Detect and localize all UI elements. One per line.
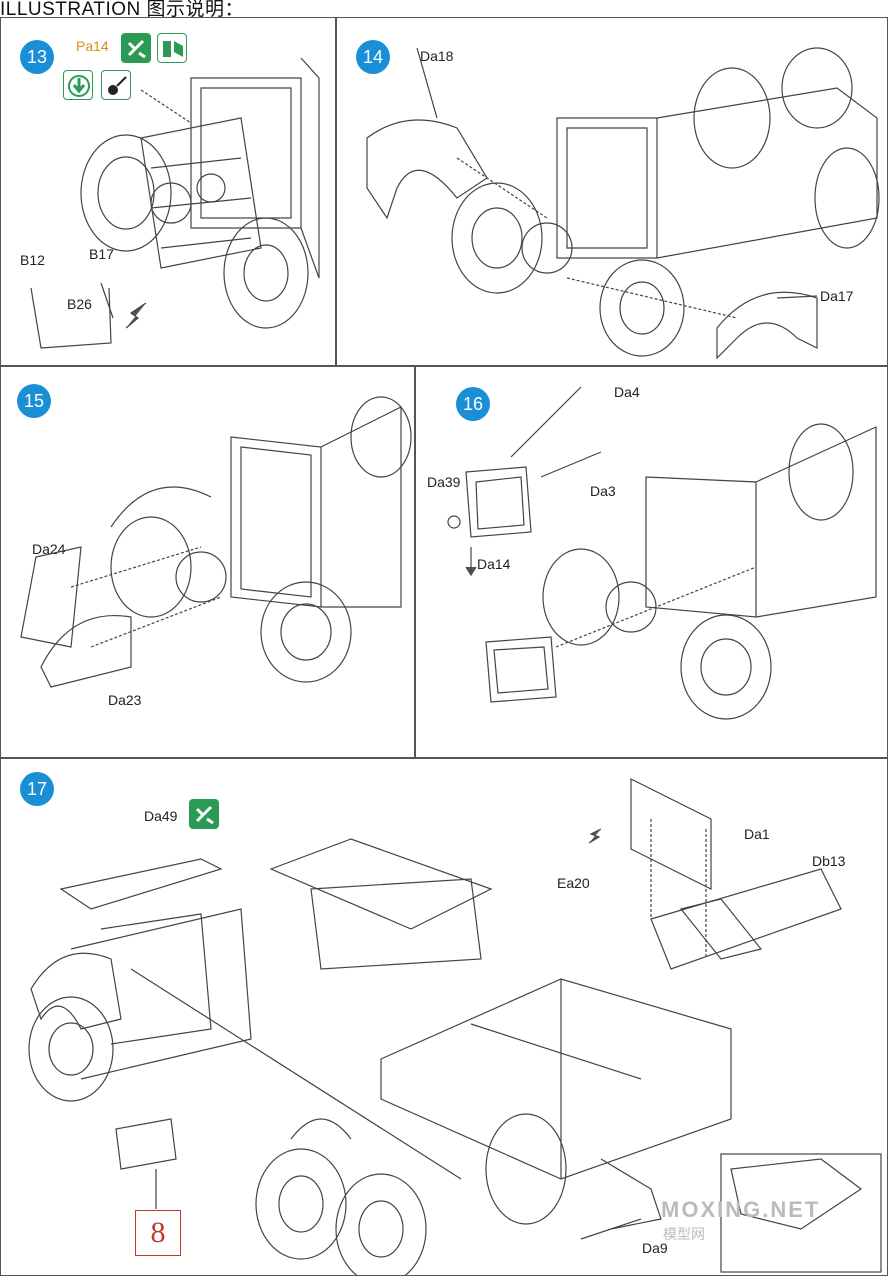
- press-icon: [63, 70, 93, 100]
- watermark-subtext: 模型网: [663, 1226, 705, 1242]
- label-da4: Da4: [614, 384, 640, 400]
- label-db13: Db13: [812, 853, 846, 869]
- cement-icon: [189, 799, 219, 829]
- label-da23: Da23: [108, 692, 142, 708]
- step-13-drawing: [30, 57, 320, 349]
- label-b26: B26: [67, 296, 92, 312]
- step-17-drawing: [28, 778, 882, 1275]
- step-14-drawing: [366, 47, 880, 360]
- label-b17: B17: [89, 246, 114, 262]
- label-da1: Da1: [744, 826, 770, 842]
- step-15-number: 15: [17, 384, 51, 418]
- step-17-number: 17: [20, 772, 54, 806]
- step-16-number: 16: [456, 387, 490, 421]
- step-14-number: 14: [356, 40, 390, 74]
- step-15-drawing: [20, 396, 412, 688]
- label-da24: Da24: [32, 541, 66, 557]
- label-da3: Da3: [590, 483, 616, 499]
- label-da39: Da39: [427, 474, 461, 490]
- label-da17: Da17: [820, 288, 854, 304]
- step-13-panel: 13 Pa14 B12 B17 B26: [0, 17, 336, 366]
- step-15-panel: 15 Da24 Da23: [0, 366, 415, 758]
- label-pa14: Pa14: [76, 38, 109, 54]
- paint-reference-box: 8: [135, 1210, 181, 1256]
- label-da49: Da49: [144, 808, 178, 824]
- step-13-number: 13: [20, 40, 54, 74]
- step-17-panel: 17 Da49 Da1 Db13 Ea20 Da9 8: [0, 758, 888, 1276]
- label-ea20: Ea20: [557, 875, 590, 891]
- step-16-drawing: [447, 386, 877, 720]
- page-header: ILLUSTRATION 图示说明：: [0, 0, 245, 20]
- paint-brush-icon: [101, 70, 131, 100]
- watermark-text: MOXING.NET: [661, 1197, 821, 1222]
- glue-icon: [121, 33, 151, 63]
- label-da18: Da18: [420, 48, 454, 64]
- step-14-panel: 14 Da18 Da17: [336, 17, 888, 366]
- label-da9: Da9: [642, 1240, 668, 1256]
- step-16-panel: 16 Da4 Da39 Da3 Da14: [415, 366, 888, 758]
- label-b12: B12: [20, 252, 45, 268]
- attach-icon: [157, 33, 187, 63]
- label-da14: Da14: [477, 556, 511, 572]
